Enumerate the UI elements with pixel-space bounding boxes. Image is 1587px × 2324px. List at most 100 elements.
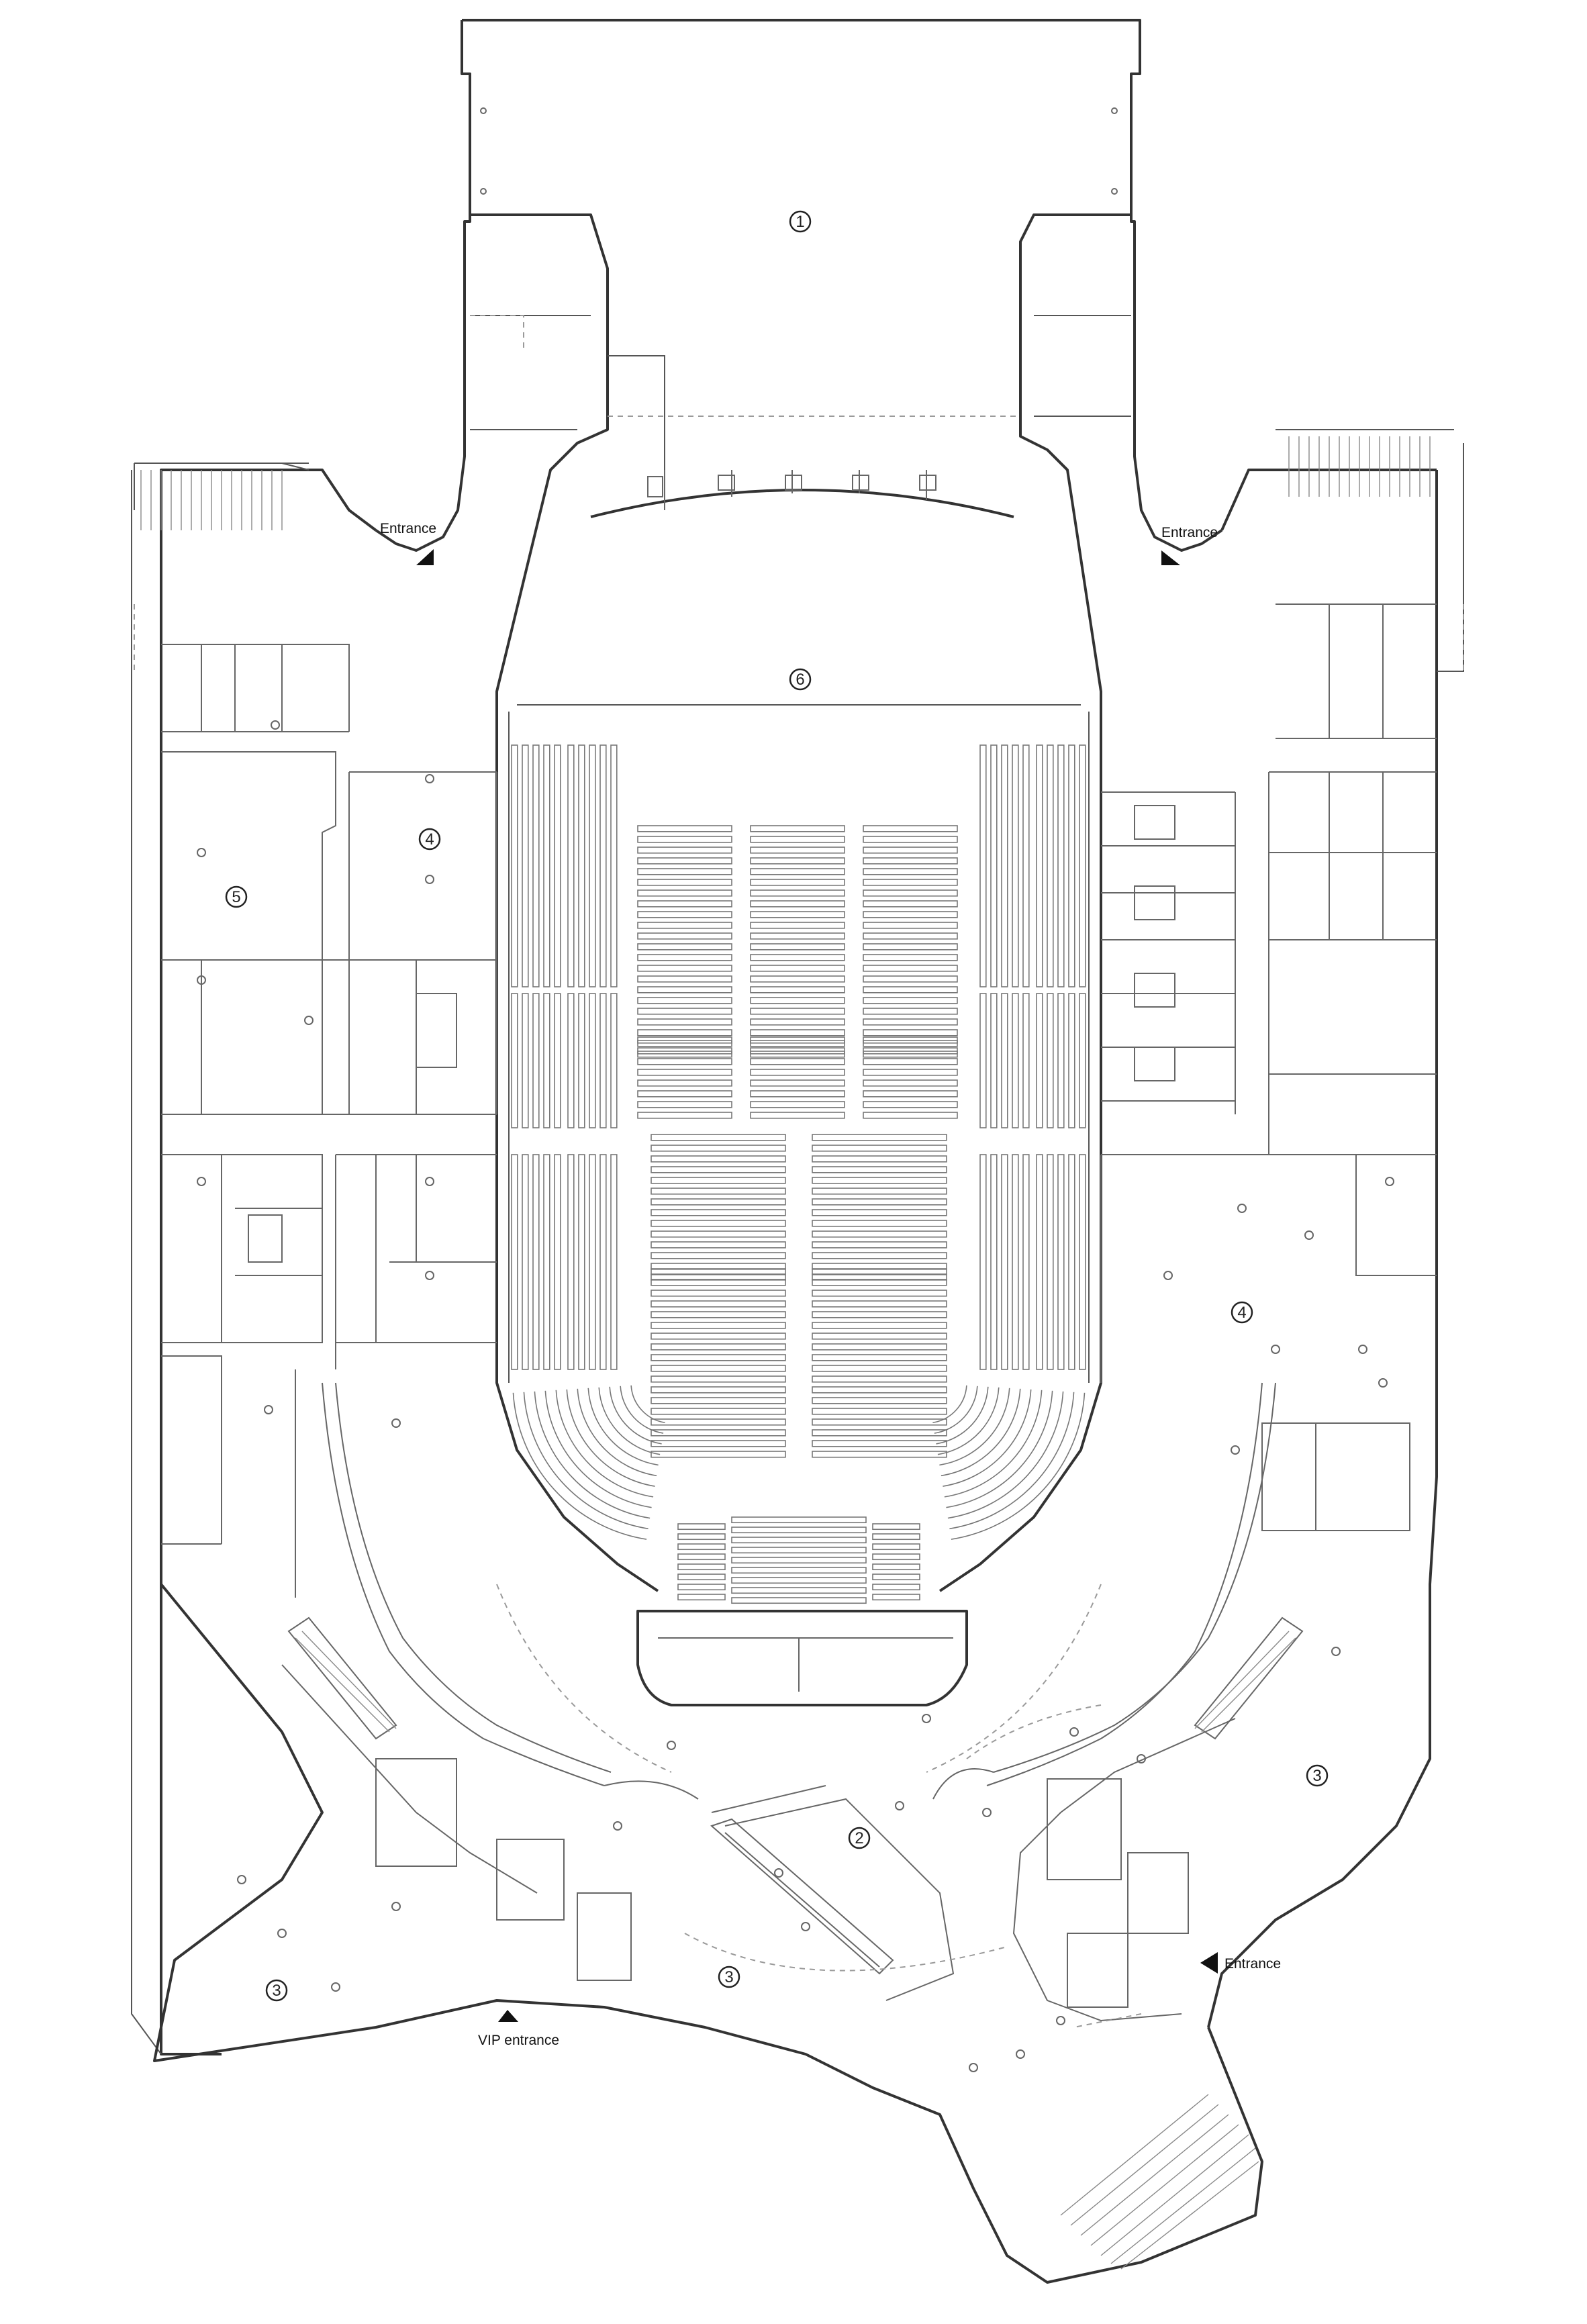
svg-text:2: 2	[855, 1829, 863, 1847]
triangle-arrow-icon	[498, 2010, 518, 2022]
column-marker	[304, 1016, 314, 1025]
building-outline	[131, 19, 1464, 2284]
seat-block-middle-left	[637, 1036, 732, 1119]
column-marker	[237, 1875, 246, 1884]
svg-text:5: 5	[232, 888, 240, 906]
entrance-north-east: Entrance	[1161, 525, 1218, 565]
seat-block-front-right	[872, 1523, 920, 1601]
room-badge-2: 2	[848, 1827, 871, 1849]
column-marker	[1331, 1647, 1341, 1656]
column-marker	[613, 1821, 622, 1831]
seat-arc-right	[932, 1385, 1086, 1540]
seat-gallery-right-6	[1036, 1154, 1086, 1370]
south-foyer-partitions	[281, 1616, 1304, 2022]
entrance-label: Entrance	[1161, 525, 1218, 540]
triangle-arrow-icon	[1161, 550, 1180, 565]
column-marker	[1304, 1230, 1314, 1240]
room-badge-3-left: 3	[265, 1979, 288, 2002]
svg-text:4: 4	[1237, 1304, 1246, 1322]
triangle-arrow-icon	[1200, 1952, 1218, 1974]
seat-block-front	[731, 1516, 867, 1604]
seat-gallery-left-1	[511, 744, 561, 987]
column-marker	[277, 1929, 287, 1938]
column-marker	[969, 2063, 978, 2072]
column-marker	[425, 875, 434, 884]
seat-gallery-left-5	[511, 1154, 561, 1370]
column-marker	[667, 1741, 676, 1750]
seat-gallery-left-6	[567, 1154, 618, 1370]
seat-gallery-right-2	[1036, 744, 1086, 987]
svg-text:6: 6	[796, 671, 804, 689]
terrace-steps	[134, 436, 1431, 2270]
room-badge-1: 1	[789, 210, 812, 233]
entrance-label: Entrance	[1224, 1956, 1281, 1972]
seat-block-middle-center	[750, 1036, 845, 1119]
column-marker	[197, 1177, 206, 1186]
column-marker	[801, 1922, 810, 1931]
east-wing-partitions	[986, 603, 1437, 1786]
room-badge-6: 6	[789, 668, 812, 691]
vip-entrance-label: VIP entrance	[478, 2033, 559, 2048]
hall-walls	[495, 442, 1102, 1706]
structural-columns	[197, 720, 1394, 2072]
column-marker	[1016, 2049, 1025, 2059]
column-marker	[425, 1271, 434, 1280]
svg-text:4: 4	[425, 830, 434, 849]
seat-gallery-right-4	[1036, 993, 1086, 1128]
column-marker	[197, 848, 206, 857]
column-marker	[1385, 1177, 1394, 1186]
entrance-south-east: Entrance	[1200, 1952, 1281, 1974]
column-marker	[197, 975, 206, 985]
column-marker	[1137, 1754, 1146, 1763]
terrace-nw	[134, 463, 309, 530]
triangle-arrow-icon	[416, 549, 434, 565]
column-marker	[331, 1982, 340, 1992]
room-badge-4-left: 4	[418, 828, 441, 851]
seat-block-upper-left	[637, 825, 732, 1058]
stage-interior	[470, 107, 1131, 518]
column-marker	[1378, 1378, 1388, 1388]
room-badge-5: 5	[225, 885, 248, 908]
entrance-vip: VIP entrance	[478, 2010, 559, 2048]
svg-text:3: 3	[272, 1982, 281, 2000]
seat-gallery-right-5	[979, 1154, 1030, 1370]
column-marker	[391, 1902, 401, 1911]
seat-gallery-left-2	[567, 744, 618, 987]
column-marker	[425, 774, 434, 783]
seat-gallery-left-3	[511, 993, 561, 1128]
seat-gallery-right-3	[979, 993, 1030, 1128]
column-marker	[1163, 1271, 1173, 1280]
seat-gallery-left-4	[567, 993, 618, 1128]
column-marker	[922, 1714, 931, 1723]
column-marker	[1237, 1204, 1247, 1213]
svg-text:1: 1	[796, 213, 804, 231]
terrace-ne	[1288, 436, 1431, 497]
svg-text:3: 3	[1312, 1767, 1321, 1785]
column-marker	[1231, 1445, 1240, 1455]
dashed-overhead-lines	[134, 604, 1464, 2028]
escalator-east	[1194, 1616, 1304, 1740]
seat-block-front-left	[677, 1523, 726, 1601]
seat-arc-left	[512, 1385, 665, 1540]
column-marker	[264, 1405, 273, 1414]
column-marker	[1069, 1727, 1079, 1737]
room-badge-4-right: 4	[1231, 1301, 1253, 1324]
seat-block-lower-left	[651, 1268, 786, 1458]
seat-block-cross-left	[651, 1134, 786, 1281]
seat-block-upper-right	[863, 825, 958, 1058]
column-marker	[982, 1808, 992, 1817]
svg-text:3: 3	[724, 1968, 733, 1986]
seat-block-cross-right	[812, 1134, 947, 1281]
column-marker	[425, 1177, 434, 1186]
column-marker	[391, 1418, 401, 1428]
column-marker	[1358, 1345, 1367, 1354]
west-wing-partitions	[161, 644, 612, 1786]
column-marker	[1271, 1345, 1280, 1354]
room-badge-3-center: 3	[718, 1966, 740, 1988]
seat-gallery-right-1	[979, 744, 1030, 987]
entrance-north-west: Entrance	[380, 521, 436, 565]
column-marker	[271, 720, 280, 730]
column-marker	[895, 1801, 904, 1810]
entrance-label: Entrance	[380, 521, 436, 536]
